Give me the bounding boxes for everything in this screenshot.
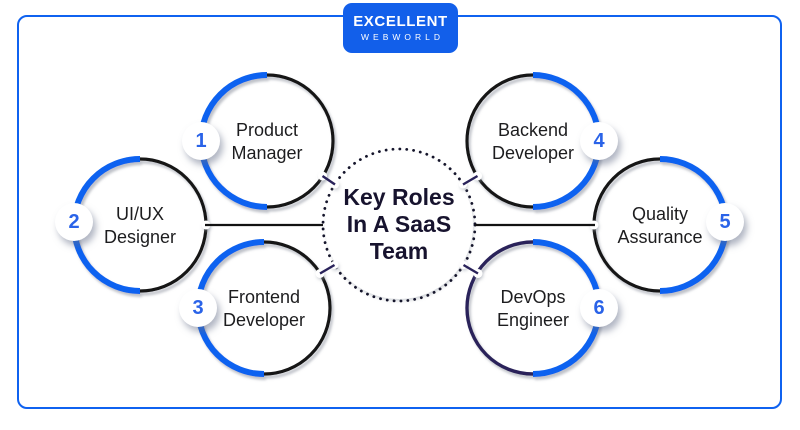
- role-number: 5: [719, 210, 731, 233]
- role-number: 6: [593, 296, 605, 319]
- role-badge-4: 4: [580, 122, 618, 160]
- connector-bottom-right: [462, 263, 479, 275]
- role-number: 1: [195, 129, 207, 152]
- connector-top-left: [321, 175, 336, 186]
- role-badge-2: 2: [55, 203, 93, 241]
- brand-name: EXCELLENT: [353, 13, 448, 30]
- connector-bottom-left: [319, 263, 336, 275]
- role-badge-5: 5: [706, 203, 744, 241]
- role-badge-6: 6: [580, 289, 618, 327]
- role-number: 3: [192, 296, 204, 319]
- role-number: 4: [593, 129, 605, 152]
- role-badge-1: 1: [182, 122, 220, 160]
- center-title: Key Roles In A SaaS Team: [343, 184, 455, 264]
- role-number: 2: [68, 210, 80, 233]
- connector-top-right: [462, 174, 479, 186]
- brand-logo: EXCELLENT WEBWORLD: [343, 3, 458, 53]
- brand-tagline: WEBWORLD: [361, 32, 444, 42]
- center-circle-fill: [325, 151, 473, 299]
- role-badge-3: 3: [179, 289, 217, 327]
